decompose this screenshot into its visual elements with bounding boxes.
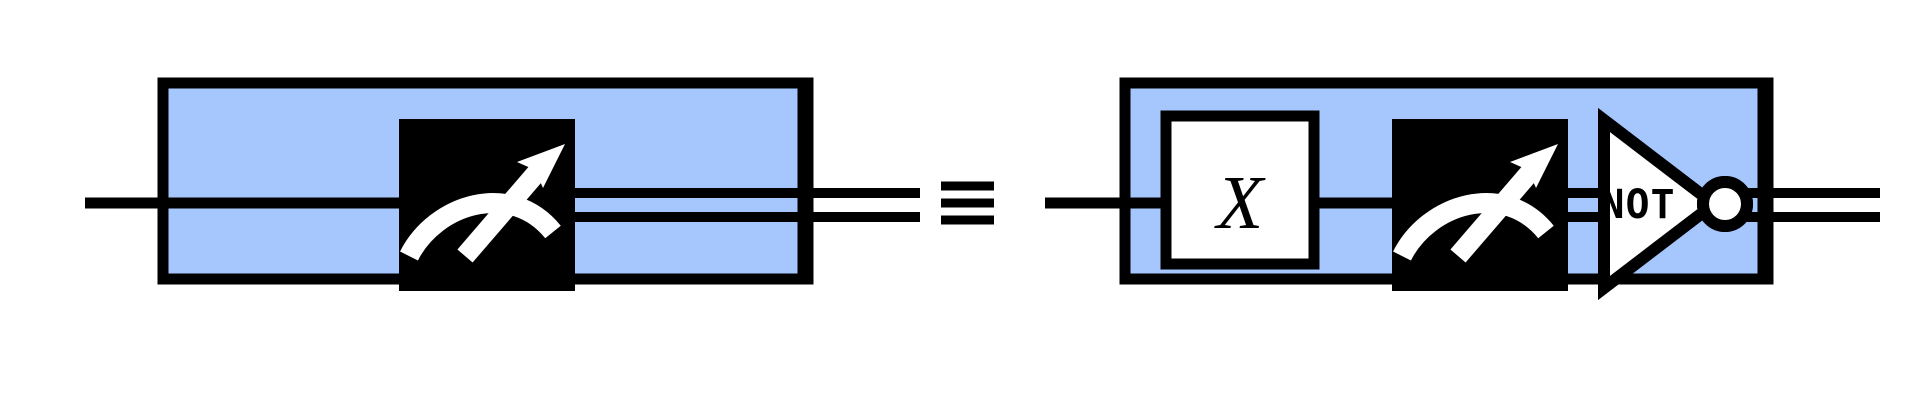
x-gate-box[interactable] [1160, 110, 1320, 270]
right-measurement-gate[interactable] [1392, 119, 1568, 291]
not-gate-triangle[interactable] [1598, 107, 1724, 301]
right-circuit-group: X NOT [1045, 77, 1880, 301]
inverter-bubble-overlay-icon [1697, 176, 1753, 232]
not-gate-label: NOT [1600, 182, 1675, 228]
left-circuit-group [85, 77, 920, 291]
x-gate-label: X [1214, 161, 1266, 245]
identity-equivalence-symbol [941, 181, 994, 225]
